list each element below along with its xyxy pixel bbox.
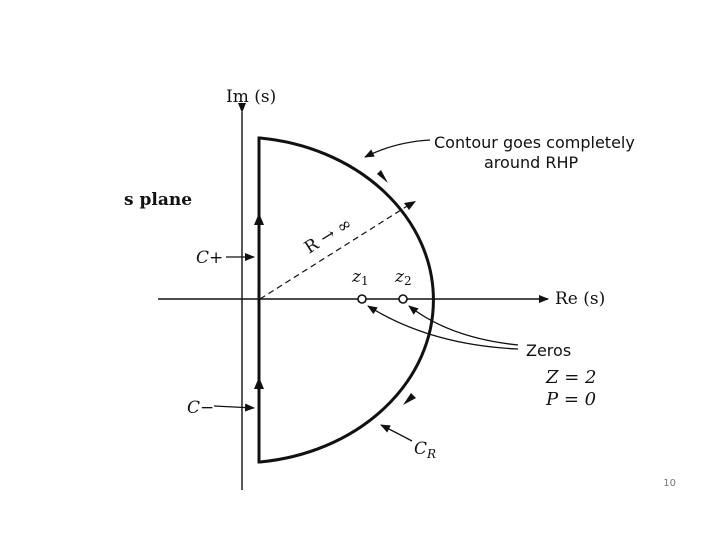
c-plus-label: C+ (196, 248, 223, 268)
c-r-subscript: R (426, 447, 436, 461)
radius-arrowhead (404, 201, 416, 210)
zero2-subscript: 2 (404, 274, 412, 288)
zero2-main: z (394, 267, 405, 287)
contour-note-line1: Contour goes completely (434, 133, 635, 152)
contour-path (257, 136, 435, 464)
c-minus-leader (213, 403, 255, 412)
re-axis-label: Re (s) (555, 289, 605, 309)
radius-line (259, 202, 413, 300)
zeros-label: Zeros (526, 341, 571, 360)
zero1-subscript: 1 (361, 274, 369, 288)
p-count: P = 0 (545, 389, 596, 410)
c-plus-direction-arrow (254, 213, 264, 225)
zero1-main: z (351, 267, 362, 287)
upper-arc-direction-arrow (377, 170, 388, 183)
im-axis-label: Im (s) (226, 87, 276, 107)
c-r-label: CR (414, 439, 436, 461)
radius-label: R → ∞ (301, 214, 356, 259)
c-minus-direction-arrow (254, 377, 264, 389)
zeros-leader-2 (408, 305, 519, 346)
zero2-label: z2 (394, 267, 412, 288)
page-number: 10 (663, 478, 676, 489)
zero1-label: z1 (351, 267, 369, 288)
plane-label: s plane (124, 190, 192, 210)
zero-marker-z2 (398, 294, 408, 304)
contour-note-line2: around RHP (484, 153, 578, 172)
c-minus-label: C− (187, 398, 214, 418)
z-count: Z = 2 (545, 367, 596, 388)
zero-marker-z1 (357, 294, 367, 304)
contour-note-leader (364, 139, 431, 158)
lower-arc-direction-arrow (403, 393, 416, 405)
c-r-main: C (414, 439, 427, 459)
c-r-leader (380, 424, 413, 442)
zeros-leader-1 (367, 305, 519, 350)
